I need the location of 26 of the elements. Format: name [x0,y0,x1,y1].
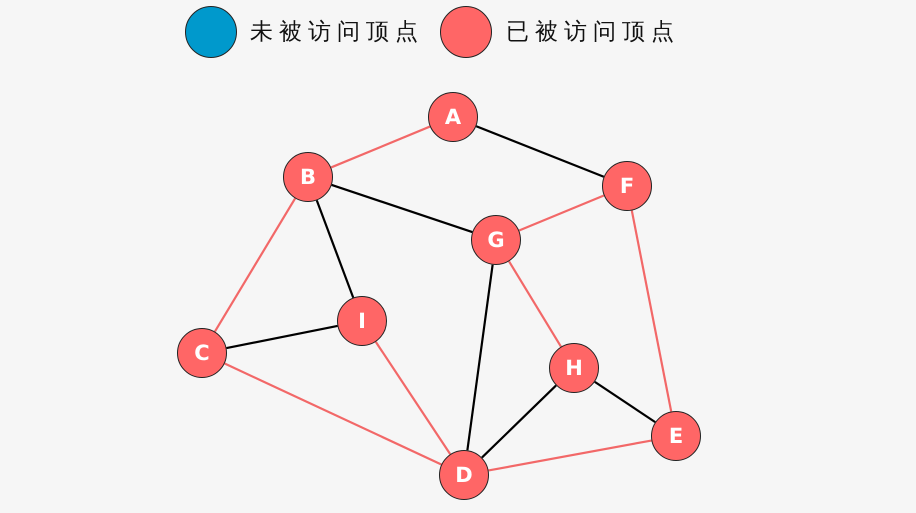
vertex-circle: F [602,161,652,211]
edge-line [488,439,652,472]
legend-label: 未被访问顶点 [250,18,424,47]
edge-line [214,198,296,332]
edge-line [330,126,430,168]
vertex-circle: E [651,411,701,461]
edge-line [224,362,442,466]
vertex-circle: H [549,343,599,393]
edge-line [518,194,604,232]
edge-line [630,210,672,412]
vertex-circle: I [337,296,387,346]
vertex-circle: A [428,92,478,142]
edge-line [226,324,338,350]
vertex-circle: B [283,152,333,202]
vertex-circle: G [471,215,521,265]
edge-line [316,200,354,298]
edge-line [331,184,473,234]
edge-line [466,264,494,450]
vertex-circle: C [177,328,227,378]
vertex-circle: D [439,450,489,500]
edge-line [374,341,452,455]
edge-line [594,380,656,424]
edge-line [481,384,557,458]
legend-label: 已被访问顶点 [506,18,680,47]
edge-line [476,125,604,178]
edge-line [508,260,562,348]
